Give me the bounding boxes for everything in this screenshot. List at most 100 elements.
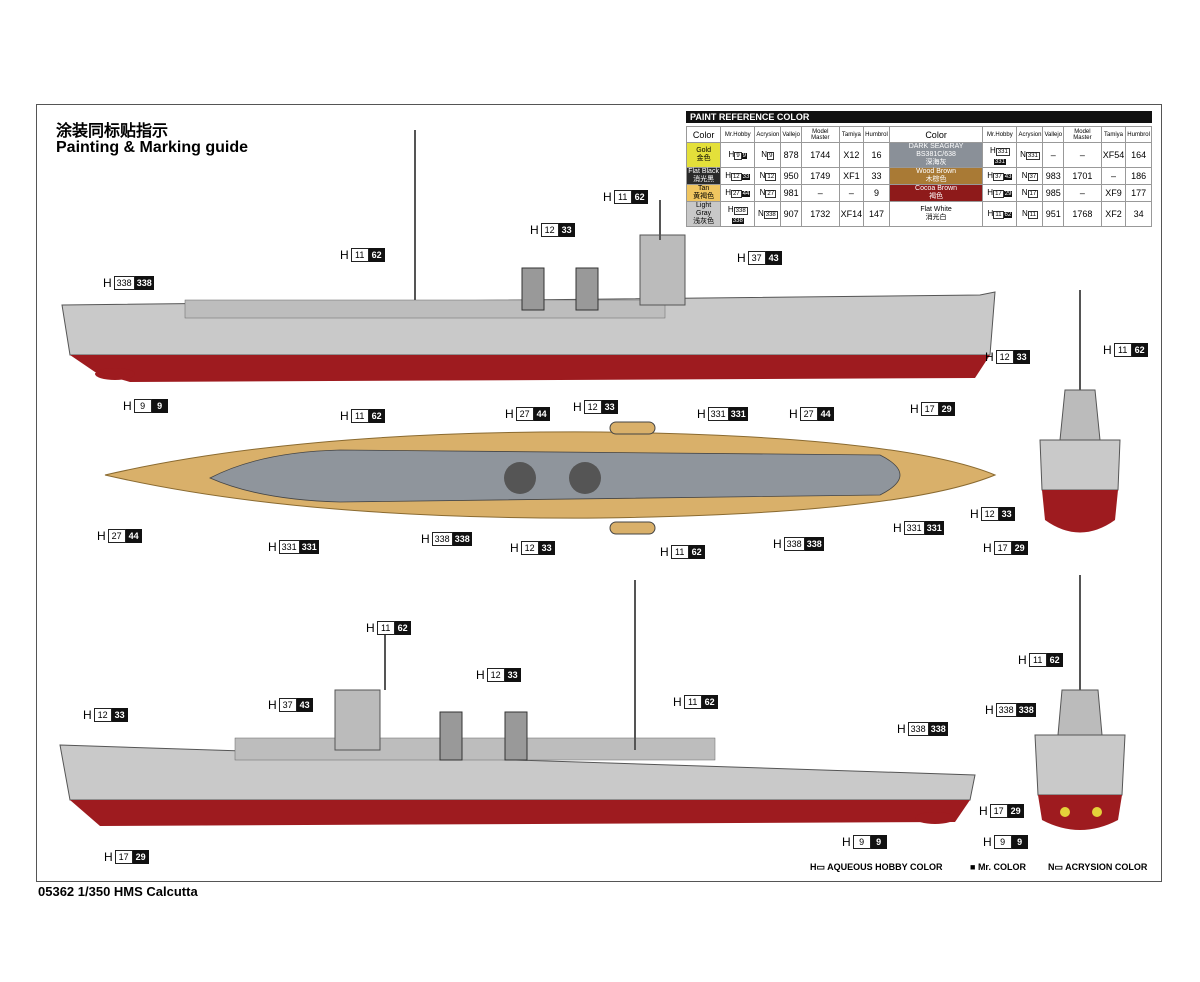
callout-code: 338 — [907, 722, 929, 736]
callout-mr-color: 62 — [1131, 343, 1148, 357]
callout-code: 37 — [747, 251, 766, 265]
paint-header-cell: Color — [685, 126, 722, 143]
tamiya-code: XF14 — [838, 201, 865, 227]
callout-mr-color: 43 — [765, 251, 782, 265]
paint-header-cell: Mr.Hobby — [720, 126, 756, 143]
callout-prefix: H — [897, 722, 906, 736]
callout-code: 11 — [350, 409, 369, 423]
callout-mr-color: 44 — [125, 529, 142, 543]
callout-code: 9 — [133, 399, 152, 413]
callout-code: 11 — [1028, 653, 1047, 667]
paint-table-title: PAINT REFERENCE COLOR — [686, 111, 1152, 123]
legend-aqueous-label: AQUEOUS HOBBY COLOR — [827, 862, 943, 872]
callout-mr-color: 338 — [804, 537, 824, 551]
callout-prefix: H — [104, 850, 113, 864]
callout-mr-color: 33 — [538, 541, 555, 555]
legend-mr-label: Mr. COLOR — [977, 862, 1026, 872]
callout-mr-color: 62 — [368, 248, 385, 262]
callout-mr-color: 9 — [870, 835, 887, 849]
callout-code: 11 — [376, 621, 395, 635]
callout-code: 12 — [486, 668, 505, 682]
legend-acrysion: N▭ ACRYSION COLOR — [1048, 862, 1148, 872]
tamiya-code: X12 — [838, 142, 865, 168]
callout-code: 12 — [995, 350, 1014, 364]
callout-prefix: H — [660, 545, 669, 559]
product-footer: 05362 1/350 HMS Calcutta — [38, 884, 198, 899]
humbrol-code: 33 — [863, 167, 890, 185]
callout-prefix: H — [603, 190, 612, 204]
callout-mr-color: 29 — [132, 850, 149, 864]
callout-code: 37 — [278, 698, 297, 712]
paint-header-cell: Tamiya — [1100, 126, 1127, 143]
callout-code: 27 — [799, 407, 818, 421]
callout-code: 338 — [783, 537, 805, 551]
humbrol-code: 9 — [863, 184, 890, 202]
humbrol-code: 186 — [1125, 167, 1152, 185]
callout-prefix: H — [983, 835, 992, 849]
callout-prefix: H — [893, 521, 902, 535]
paint-header-cell: Mr.Hobby — [982, 126, 1018, 143]
mm-code: 1732 — [800, 201, 840, 227]
callout-code: 9 — [993, 835, 1012, 849]
callout-prefix: H — [737, 251, 746, 265]
callout-mr-color: 338 — [1016, 703, 1036, 717]
front-view — [1039, 290, 1121, 533]
paint-header-cell: Humbrol — [863, 126, 890, 143]
tamiya-code: XF2 — [1100, 201, 1127, 227]
legend-mr-color: ■ Mr. COLOR — [970, 862, 1026, 872]
vallejo-code: 950 — [780, 167, 802, 185]
callout-mr-color: 62 — [368, 409, 385, 423]
callout-mr-color: 29 — [1011, 541, 1028, 555]
callout-prefix: H — [983, 541, 992, 555]
callout-prefix: H — [985, 350, 994, 364]
callout-prefix: H — [789, 407, 798, 421]
legend-acrysion-label: ACRYSION COLOR — [1065, 862, 1148, 872]
legend-aqueous: H▭ AQUEOUS HOBBY COLOR — [810, 862, 943, 872]
vallejo-code: 985 — [1042, 184, 1065, 202]
callout-prefix: H — [530, 223, 539, 237]
callout-mr-color: 9 — [1011, 835, 1028, 849]
callout-mr-color: 62 — [1046, 653, 1063, 667]
paint-header-cell: Model Master — [800, 126, 840, 143]
callout-prefix: H — [421, 532, 430, 546]
callout-code: 11 — [350, 248, 369, 262]
callout-prefix: H — [97, 529, 106, 543]
callout-mr-color: 29 — [938, 402, 955, 416]
rear-view — [1034, 575, 1126, 830]
callout-prefix: H — [83, 708, 92, 722]
tamiya-code: – — [1100, 167, 1127, 185]
callout-code: 338 — [431, 532, 453, 546]
callout-code: 17 — [989, 804, 1008, 818]
callout-mr-color: 33 — [111, 708, 128, 722]
callout-prefix: H — [366, 621, 375, 635]
